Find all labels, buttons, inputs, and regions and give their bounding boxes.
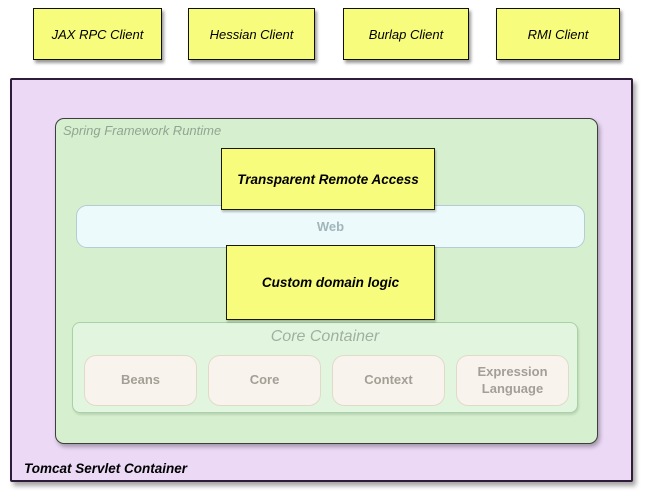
- module-box-beans: Beans: [84, 355, 197, 406]
- web-layer-bar: Web: [76, 205, 585, 248]
- custom-domain-logic-label: Custom domain logic: [261, 275, 400, 290]
- core-modules-row: Beans Core Context Expression Language: [84, 355, 569, 406]
- module-box-core: Core: [208, 355, 321, 406]
- client-box-jax-rpc: JAX RPC Client: [33, 8, 162, 60]
- client-box-hessian: Hessian Client: [188, 8, 315, 60]
- module-box-expression-language: Expression Language: [456, 355, 569, 406]
- tomcat-servlet-container-label: Tomcat Servlet Container: [24, 461, 188, 476]
- client-label-hessian: Hessian Client: [209, 26, 294, 42]
- client-label-burlap: Burlap Client: [368, 26, 444, 42]
- client-label-jax-rpc: JAX RPC Client: [51, 26, 144, 42]
- module-label-beans: Beans: [120, 372, 161, 388]
- transparent-remote-access-label: Transparent Remote Access: [237, 171, 419, 187]
- core-container: Core Container Beans Core Context Expres…: [72, 322, 578, 413]
- module-label-expression-language: Expression Language: [477, 364, 548, 396]
- client-box-rmi: RMI Client: [496, 8, 620, 60]
- web-layer-label: Web: [316, 219, 345, 234]
- module-label-core: Core: [249, 372, 280, 388]
- transparent-remote-access-box: Transparent Remote Access: [221, 148, 435, 210]
- core-container-title: Core Container: [270, 328, 380, 345]
- client-box-burlap: Burlap Client: [343, 8, 469, 60]
- custom-domain-logic-box: Custom domain logic: [226, 245, 435, 320]
- client-label-rmi: RMI Client: [527, 26, 589, 42]
- module-label-context: Context: [364, 372, 413, 388]
- spring-framework-runtime-label: Spring Framework Runtime: [63, 123, 222, 138]
- module-box-context: Context: [332, 355, 445, 406]
